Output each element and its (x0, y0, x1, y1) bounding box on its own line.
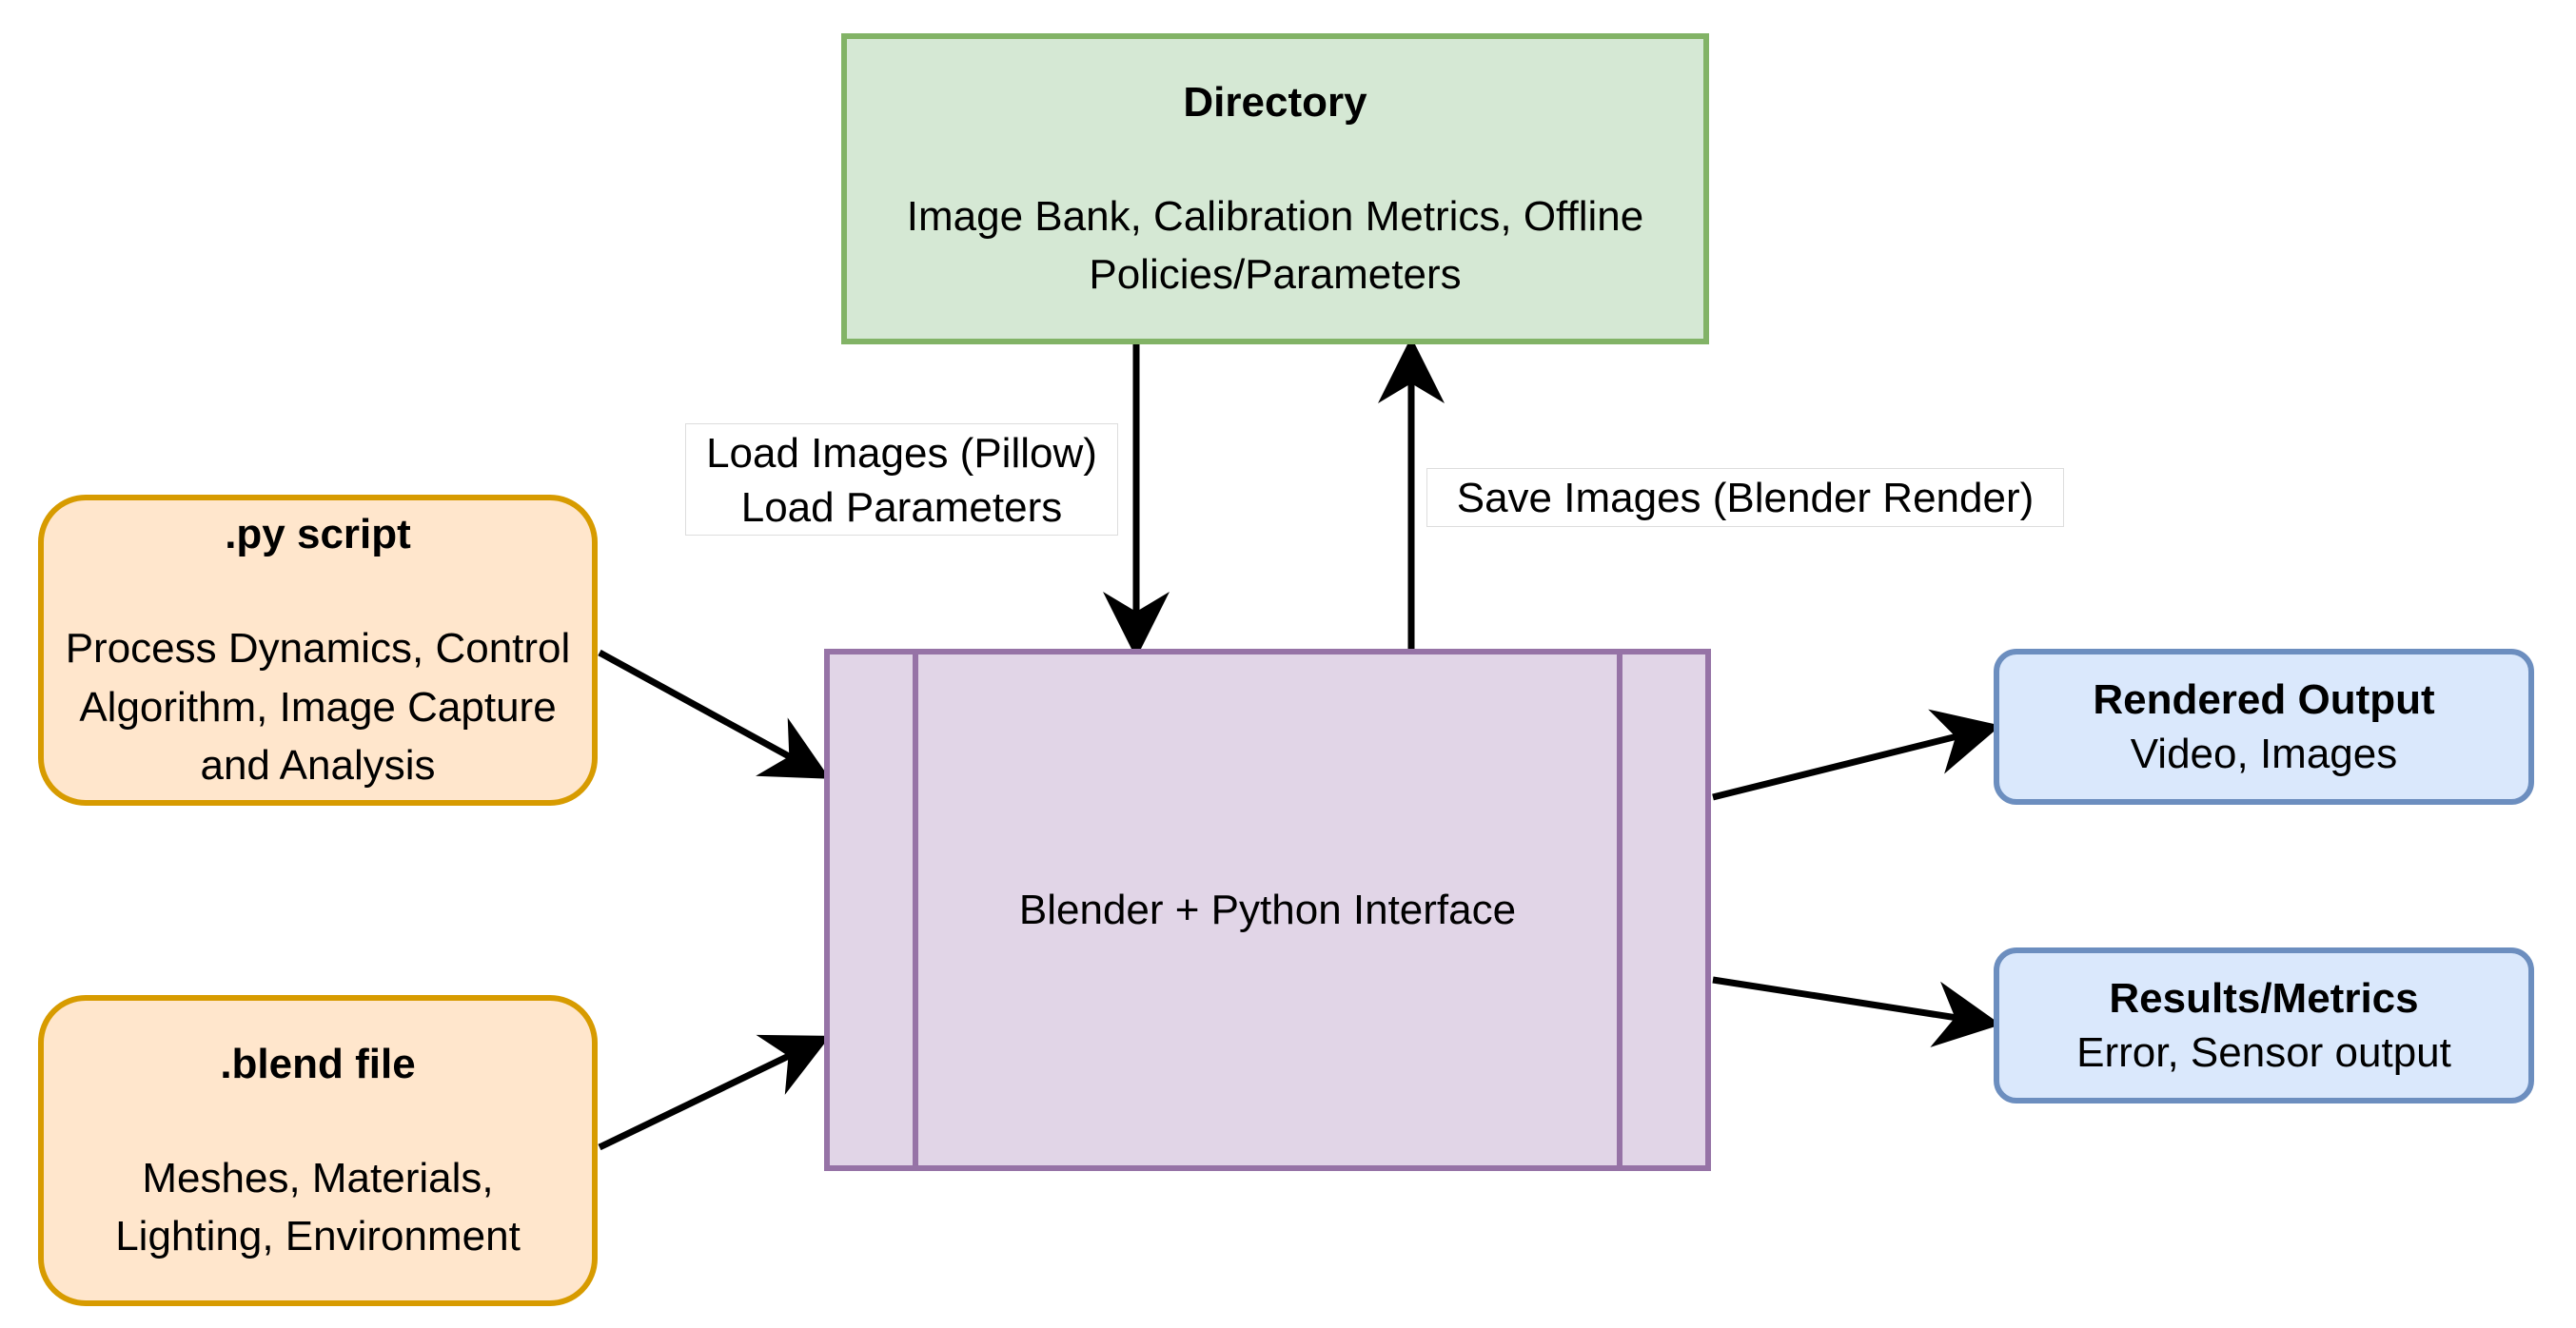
results-metrics-title: Results/Metrics (2109, 974, 2419, 1022)
results-metrics-node: Results/Metrics Error, Sensor output (1994, 947, 2534, 1103)
save-edge-label: Save Images (Blender Render) (1426, 468, 2064, 527)
load-images-label: Load Images (Pillow) (706, 430, 1097, 477)
blend-file-node: .blend file Meshes, Materials, Lighting,… (38, 995, 598, 1306)
arrow-blend-file-to-interface (598, 1034, 831, 1151)
directory-title: Directory (1183, 79, 1367, 127)
load-parameters-label: Load Parameters (740, 484, 1063, 532)
results-metrics-description: Error, Sensor output (2076, 1029, 2451, 1076)
directory-description: Image Bank, Calibration Metrics, Offline… (906, 192, 1644, 299)
py-script-node: .py script Process Dynamics, Control Alg… (38, 495, 598, 806)
py-script-description: Process Dynamics, Control Algorithm, Ima… (65, 624, 571, 790)
blender-interface-label: Blender + Python Interface (1018, 886, 1517, 933)
arrow-interface-to-rendered-output (1712, 709, 2001, 801)
arrow-interface-to-results-metrics (1712, 976, 2001, 1047)
blend-file-description: Meshes, Materials, Lighting, Environment (115, 1154, 521, 1260)
blend-file-title: .blend file (220, 1041, 416, 1088)
interface-right-divider (1617, 654, 1622, 1165)
blender-interface-node: Blender + Python Interface (824, 649, 1711, 1171)
load-edge-label: Load Images (Pillow) Load Parameters (685, 423, 1118, 536)
rendered-output-description: Video, Images (2130, 731, 2398, 777)
py-script-title: .py script (225, 511, 411, 558)
rendered-output-title: Rendered Output (2093, 675, 2435, 723)
save-images-label: Save Images (Blender Render) (1456, 475, 2035, 521)
interface-left-divider (913, 654, 918, 1165)
directory-node: Directory Image Bank, Calibration Metric… (841, 33, 1709, 344)
arrow-py-script-to-interface (598, 649, 831, 779)
rendered-output-node: Rendered Output Video, Images (1994, 649, 2534, 805)
